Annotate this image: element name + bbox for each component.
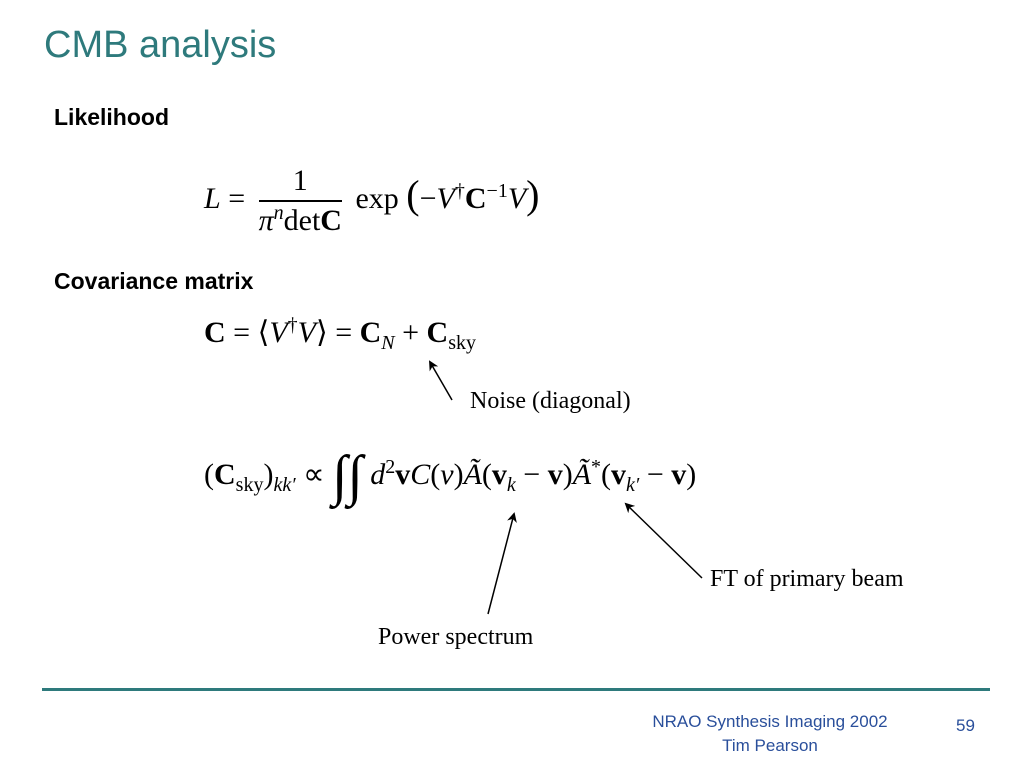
cov-v2: V xyxy=(297,316,316,349)
likelihood-lhs: L xyxy=(204,181,221,215)
fraction-denominator: πndetC xyxy=(259,202,342,236)
sky-matrix-c: C xyxy=(214,458,236,491)
right-angle: ⟩ xyxy=(315,316,328,349)
ft-beam-annotation: FT of primary beam xyxy=(710,566,904,592)
exp-function: exp xyxy=(355,181,399,215)
vector-v2: v xyxy=(547,458,563,491)
noise-arrow xyxy=(428,360,453,401)
cov-c: C xyxy=(204,316,226,349)
power-spectrum-annotation: Power spectrum xyxy=(378,624,534,650)
vector-vk: v xyxy=(491,458,507,491)
footer-credit: NRAO Synthesis Imaging 2002 Tim Pearson xyxy=(620,710,920,758)
sky-c: C xyxy=(426,316,449,349)
pi-exponent: n xyxy=(273,202,284,224)
power-spectrum-arg: v xyxy=(440,458,454,491)
inverse-exponent: −1 xyxy=(486,179,508,202)
dagger-symbol: † xyxy=(454,179,465,202)
power-spectrum-c: C xyxy=(410,458,431,491)
plus-sign: + xyxy=(402,316,420,349)
footer-rule xyxy=(42,688,990,691)
sky-left-paren: ( xyxy=(204,458,214,491)
footer-credit-line-2: Tim Pearson xyxy=(722,735,818,755)
proportional-symbol: ∝ xyxy=(303,458,325,491)
beam-a: Ã xyxy=(463,458,482,491)
footer-credit-line-1: NRAO Synthesis Imaging 2002 xyxy=(652,712,888,731)
likelihood-fraction: 1 πndetC xyxy=(258,166,342,236)
sky-matrix-subscript: sky xyxy=(235,474,264,496)
visibility-v: V xyxy=(436,181,455,215)
covariance-heading: Covariance matrix xyxy=(54,268,254,294)
visibility-v2: V xyxy=(507,181,527,215)
page-number: 59 xyxy=(956,716,975,735)
equals-sign: = xyxy=(233,316,251,349)
beam-a-conj: Ã xyxy=(572,458,592,491)
left-paren: ( xyxy=(406,171,420,217)
ft-beam-arrow xyxy=(624,502,703,579)
sky-right-paren: ) xyxy=(263,458,274,491)
integral-symbol-2: ∫ xyxy=(347,445,363,507)
kprime-subscript: k′ xyxy=(626,474,640,496)
vector-v: v xyxy=(395,458,411,491)
slide-title: CMB analysis xyxy=(44,24,277,66)
cov-dagger: † xyxy=(287,314,298,336)
sky-covariance-equation: (Csky)kk′ ∝ ∫∫ d2vC(v)Ã(vk − v)Ã*(vk′ − … xyxy=(204,445,697,507)
equals-sign-2: = xyxy=(335,316,353,349)
pi-symbol: π xyxy=(258,204,274,237)
index-subscript: kk′ xyxy=(273,474,296,496)
noise-subscript: N xyxy=(381,332,395,354)
likelihood-equation: L = 1 πndetC exp (−V†C−1V) xyxy=(204,166,539,236)
vector-vkprime: v xyxy=(611,458,627,491)
differential-d: d xyxy=(370,458,386,491)
left-angle: ⟨ xyxy=(257,316,270,349)
equals-sign: = xyxy=(228,181,246,215)
k-subscript: k xyxy=(506,474,516,496)
cov-v: V xyxy=(269,316,288,349)
power-spectrum-arrow xyxy=(487,512,517,615)
det-matrix: C xyxy=(320,204,342,237)
noise-c: C xyxy=(359,316,382,349)
conjugate-star: * xyxy=(591,456,602,478)
right-paren: ) xyxy=(526,171,540,217)
likelihood-heading: Likelihood xyxy=(54,104,169,130)
noise-annotation: Noise (diagonal) xyxy=(470,388,631,414)
det-operator: det xyxy=(283,204,321,237)
differential-exponent: 2 xyxy=(385,456,396,478)
sky-subscript: sky xyxy=(448,332,477,354)
vector-v3: v xyxy=(671,458,687,491)
minus-sign: − xyxy=(523,458,541,491)
integral-symbol-1: ∫ xyxy=(332,445,348,507)
covariance-equation: C = ⟨V†V⟩ = CN + Csky xyxy=(204,315,476,353)
minus-sign: − xyxy=(419,181,437,215)
fraction-numerator: 1 xyxy=(258,166,342,202)
minus-sign-2: − xyxy=(646,458,664,491)
covariance-c: C xyxy=(464,181,487,215)
